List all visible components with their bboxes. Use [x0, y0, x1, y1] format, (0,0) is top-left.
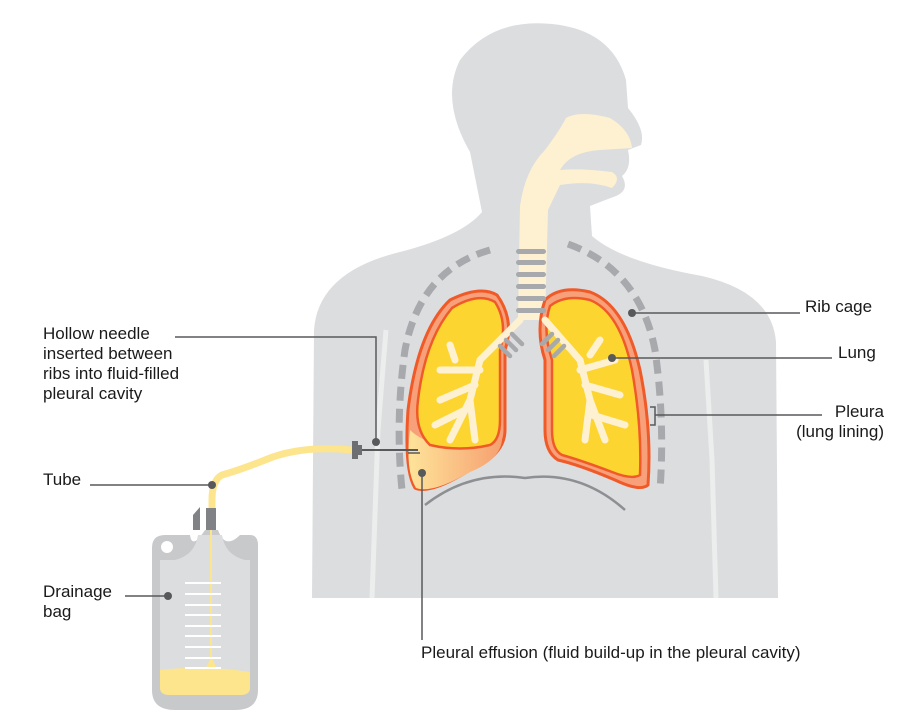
- bronchus-rings: [497, 331, 567, 359]
- needle-hub: [352, 441, 358, 459]
- label-rib-cage: Rib cage: [805, 297, 873, 316]
- nasal-airway: [518, 114, 632, 320]
- trachea-rings: [516, 249, 546, 313]
- arm-gap-left: [369, 329, 389, 599]
- arm-gap-right: [703, 359, 719, 599]
- rib-cage-right: [566, 240, 666, 491]
- rib-cage-left: [395, 246, 491, 491]
- label-drainage-bag: Drainage bag: [43, 582, 112, 622]
- label-tube: Tube: [43, 470, 82, 489]
- label-hollow-needle: Hollow needle inserted between ribs into…: [43, 324, 179, 404]
- label-line: Pleura: [834, 402, 884, 421]
- label-line: inserted between: [43, 344, 173, 363]
- label-line: (lung lining): [796, 422, 884, 441]
- label-pleura: Pleura (lung lining): [760, 402, 884, 442]
- leader-dots: [164, 309, 636, 600]
- diaphragm: [424, 475, 626, 511]
- label-line: Hollow needle: [43, 324, 150, 343]
- label-pleural-effusion: Pleural effusion (fluid build-up in the …: [421, 643, 801, 662]
- label-lung: Lung: [838, 343, 876, 362]
- drainage-bag: [152, 507, 258, 710]
- label-line: bag: [43, 602, 72, 621]
- label-line: ribs into fluid-filled: [43, 364, 180, 383]
- bronchial-tree: [431, 316, 629, 444]
- leader-lines: [90, 312, 832, 640]
- label-line: pleural cavity: [43, 384, 143, 403]
- label-line: Drainage: [43, 582, 112, 601]
